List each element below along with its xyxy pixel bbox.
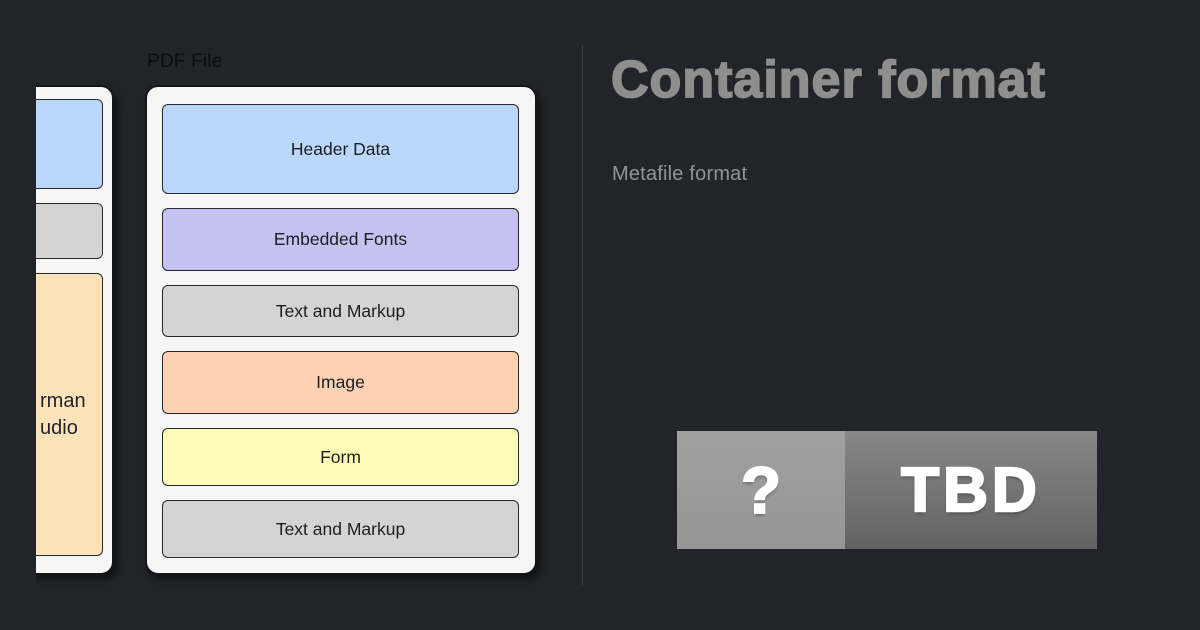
vertical-divider <box>582 45 583 585</box>
page-title: Container format <box>610 50 1046 110</box>
layer-image-label: Image <box>316 372 365 392</box>
layer-embedded-fonts-label: Embedded Fonts <box>273 229 408 249</box>
clipped-track-label-line2: udio <box>40 416 78 439</box>
clipped-track-label-line1: rman <box>40 389 86 412</box>
question-mark-glyph: ? <box>740 452 782 528</box>
badge-value-label: TBD <box>900 454 1041 525</box>
layer-text-and-markup: Text and Markup <box>162 285 519 337</box>
clipped-layer-gray <box>36 203 103 259</box>
layer-image: Image <box>162 351 519 414</box>
diagram-area: rman udio PDF File Header Data Embedded … <box>36 38 570 588</box>
badge-value-segment: TBD <box>845 431 1097 549</box>
layer-form: Form <box>162 428 519 486</box>
layer-text-and-markup-label: Text and Markup <box>275 300 406 321</box>
clipped-layer-blue <box>36 99 103 189</box>
layer-header-data: Header Data <box>162 104 519 194</box>
clipped-track-label: rman udio <box>36 388 86 442</box>
clipped-file-card: rman udio <box>36 85 114 575</box>
layer-text-and-markup-2: Text and Markup <box>162 500 519 558</box>
status-badge: ? TBD <box>677 431 1097 549</box>
layer-form-label: Form <box>320 446 361 467</box>
clipped-layer-cream: rman udio <box>36 273 103 556</box>
pdf-file-card: Header Data Embedded Fonts Text and Mark… <box>145 85 537 575</box>
page-subtitle: Metafile format <box>612 163 748 185</box>
layer-text-and-markup-2-label: Text and Markup <box>275 518 406 539</box>
layer-header-data-label: Header Data <box>290 138 391 159</box>
badge-question-segment: ? <box>677 431 845 549</box>
pdf-file-label: PDF File <box>147 51 223 72</box>
layer-embedded-fonts: Embedded Fonts <box>162 208 519 271</box>
